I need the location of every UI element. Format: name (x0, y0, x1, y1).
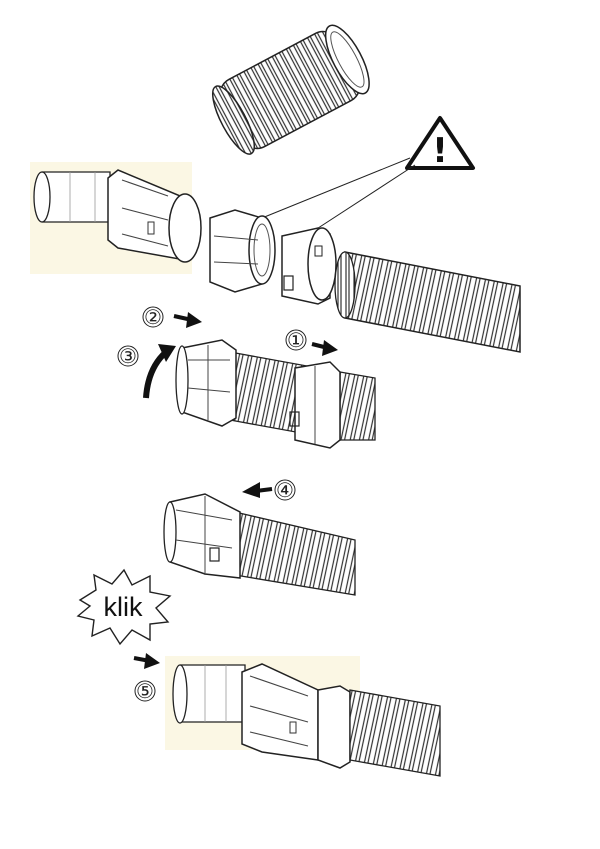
starburst-icon (76, 568, 172, 646)
corrugated-hose (334, 251, 521, 353)
arrow-right-icon (133, 653, 160, 669)
step-2-indicator: ② (142, 305, 202, 329)
warning-triangle-icon: ! (261, 116, 475, 233)
metal-tube (33, 171, 111, 223)
adapter-ring (209, 209, 276, 293)
step-5-label: ⑤ (136, 679, 154, 703)
step-5-assembly (165, 656, 441, 777)
klik-text: klik (104, 592, 143, 622)
step-3-indicator: ③ (117, 344, 176, 399)
exploded-assembly (30, 162, 521, 353)
step-3-label: ③ (119, 344, 137, 368)
curved-rotate-arrow-icon (143, 344, 176, 399)
klik-callout: klik (76, 568, 172, 646)
step-2-label: ② (144, 305, 162, 329)
step-1-indicator: ① (285, 328, 338, 356)
arrow-right-icon (311, 340, 338, 356)
step-4-assembly (163, 493, 356, 596)
arrow-right-icon (173, 312, 202, 328)
loose-hose-segment (211, 24, 370, 155)
step-4-label: ④ (276, 478, 294, 502)
arrow-left-icon (242, 482, 273, 498)
step-5-indicator: ⑤ (133, 653, 160, 703)
coupling-nut (107, 169, 202, 263)
clip-collar (281, 227, 337, 305)
step-4-indicator: ④ (242, 478, 296, 502)
svg-text:!: ! (432, 131, 448, 171)
step-1-label: ① (287, 328, 305, 352)
step-1-3-assembly (175, 339, 376, 449)
